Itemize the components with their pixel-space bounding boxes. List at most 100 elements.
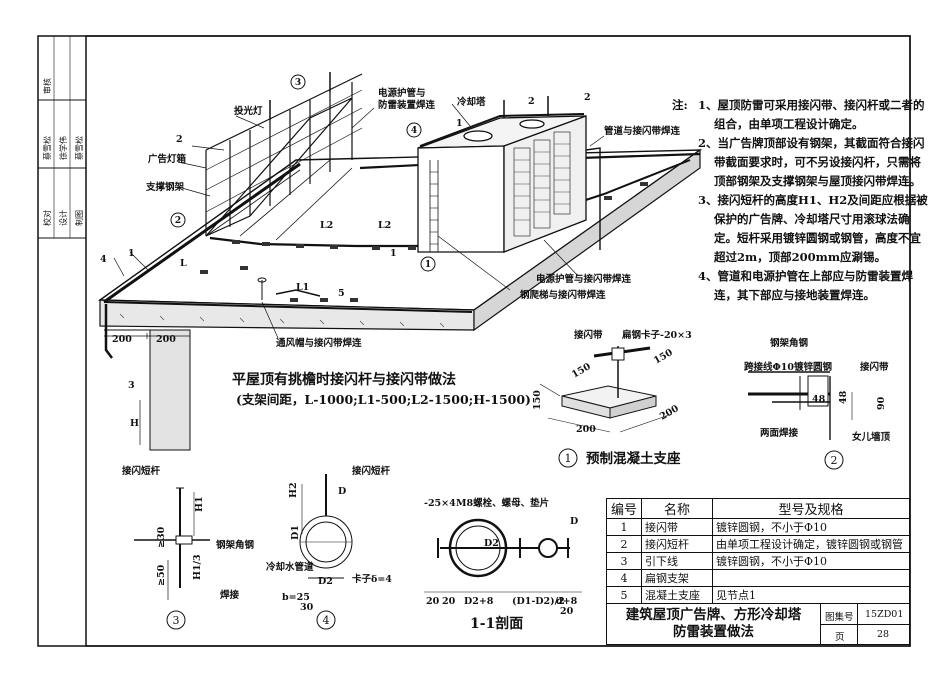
side-stamp: 校对 设计 制图 蔡雪松 徐学伟 蔡雪松 审核 (42, 78, 84, 226)
atlas-value: 15ZD01 (865, 609, 904, 620)
stamp-role: 校对 (42, 210, 52, 226)
d4-num: 4 (323, 614, 330, 627)
d3-gt30: ≥30 (156, 526, 167, 548)
notes-head: 注: (672, 98, 688, 112)
lbl-L2a: L2 (320, 220, 333, 231)
lbl-L: L (180, 258, 187, 269)
stamp-name: 蔡雪松 (74, 136, 84, 160)
d3-gt50: ≥50 (156, 564, 167, 586)
s-20b: 20 (442, 596, 456, 607)
s-flat: -25×4 (424, 498, 456, 509)
callout-num: 1 (425, 260, 431, 270)
s-D2: D2 (484, 538, 499, 549)
lbl-power-top: 电源护管与 (378, 87, 426, 99)
stamp-role: 设计 (58, 210, 68, 226)
callout-num: 2 (175, 216, 181, 226)
d1-clip: 扁钢卡子-20×3 (621, 329, 692, 341)
lbl-tower: 冷却塔 (457, 96, 486, 108)
col-header: 编号 (606, 498, 642, 519)
d3-weld: 焊接 (220, 589, 240, 601)
d1-200b: 200 (658, 403, 681, 423)
vent-caps (257, 277, 321, 300)
d2-rod: 接闪带 (860, 361, 889, 373)
d1-150b: 150 (652, 347, 675, 367)
d4-H2: H2 (288, 482, 299, 498)
d4-rod: 接闪短杆 (352, 465, 391, 477)
note-item: 4、管道和电源护管在上部应与防雷装置焊连，其下部应与接地装置焊连。 (698, 269, 913, 302)
drawing-title: 建筑屋顶广告牌、方形冷却塔 防雷装置做法 (607, 607, 820, 641)
title-line: 建筑屋顶广告牌、方形冷却塔 (625, 607, 802, 623)
d3-h13: H1/3 (192, 554, 203, 580)
d2-num: 2 (831, 454, 838, 467)
d4-D: D (338, 486, 346, 497)
stamp-role: 制图 (74, 210, 84, 226)
lbl-num5: 5 (338, 288, 345, 299)
lbl-num1: 1 (456, 118, 463, 129)
callout-num: 4 (411, 126, 417, 136)
d2-48b: 48 (838, 390, 849, 404)
lbl-adboard: 广告灯箱 (148, 153, 187, 165)
stamp-name: 徐学伟 (58, 136, 68, 160)
caption-main-sub: (支架间距，L-1000;L1-500;L2-1500;H-1500) (236, 392, 531, 407)
lbl-ladder-weld: 钢爬梯与接闪带焊连 (520, 289, 606, 301)
lbl-num1b: 1 (128, 248, 135, 259)
d2-weld: 两面焊接 (760, 427, 799, 439)
detail-2 (748, 371, 853, 440)
lbl-num2b: 2 (528, 96, 535, 107)
lbl-vent-weld: 通风帽与接闪带焊连 (276, 337, 362, 349)
caption-detail1: 预制混凝土支座 (586, 450, 681, 467)
lbl-H: H (130, 418, 139, 429)
d1-rod: 接闪带 (574, 329, 603, 341)
page-value: 28 (877, 629, 890, 640)
lbl-num2c: 2 (584, 92, 591, 103)
note-item: 2、当广告牌顶部设有钢架，其截面符合接闪带截面要求时，可不另设接闪杆，只需将顶部… (698, 136, 925, 188)
detail-3 (134, 487, 210, 600)
roof-slab-side (473, 148, 701, 332)
callouts (170, 74, 436, 272)
section-1-1 (424, 518, 582, 593)
caption-main: 平屋顶有挑檐时接闪杆与接闪带做法 (232, 371, 456, 388)
d2-90: 90 (876, 396, 887, 410)
col-header: 名称 (641, 498, 713, 519)
col-header: 型号及规格 (712, 498, 910, 519)
d2-parapet: 女儿墙顶 (852, 431, 891, 443)
d4-b25: b=25 (282, 592, 310, 603)
atlas-label: 图集号 (825, 612, 854, 623)
lbl-200b: 200 (156, 334, 176, 345)
stamp-name: 蔡雪松 (42, 136, 52, 160)
d4-30: 30 (300, 602, 314, 613)
d1-150c: 150 (532, 390, 543, 410)
s-dp8: d+8 (556, 596, 578, 607)
lbl-L1: L1 (296, 282, 309, 293)
d3-num: 3 (173, 614, 180, 627)
lbl-L2b: L2 (378, 220, 391, 231)
lbl-200a: 200 (112, 334, 132, 345)
lbl-num2: 2 (176, 134, 183, 145)
lbl-power-weld: 电源护管与接闪带焊连 (536, 273, 632, 285)
lbl-num1c: 1 (390, 248, 397, 259)
title-line: 防雷装置做法 (673, 624, 754, 640)
d3-H1: H1 (194, 496, 205, 512)
detail-1 (539, 346, 673, 433)
d2-angle: 钢架角钢 (770, 337, 809, 349)
title-block: 建筑屋顶广告牌、方形冷却塔 防雷装置做法 图集号 15ZD01 页 28 (606, 603, 910, 645)
s-20a: 20 (426, 596, 440, 607)
callout-num: 3 (295, 78, 301, 88)
stamp-check: 审核 (42, 78, 52, 94)
s-d2p8: D2+8 (464, 596, 494, 607)
lbl-power-top2: 防雷装置焊连 (378, 99, 436, 111)
cooling-tower (417, 96, 601, 253)
inner-border (85, 35, 911, 647)
note-item: 3、接闪短杆的高度H1、H2及间距应根据被保护的广告牌、冷却塔尺寸用滚球法确定。… (698, 193, 928, 264)
lbl-num3: 3 (128, 380, 135, 391)
d3-angle: 钢架角钢 (216, 539, 255, 551)
roof-isometric (97, 72, 703, 451)
s-dd: (D1-D2)/2 (512, 596, 565, 607)
detail-4 (299, 474, 353, 579)
s-20c: 20 (560, 606, 574, 617)
d2-jumper: 跨接线Φ10镀锌圆钢 (744, 361, 832, 373)
